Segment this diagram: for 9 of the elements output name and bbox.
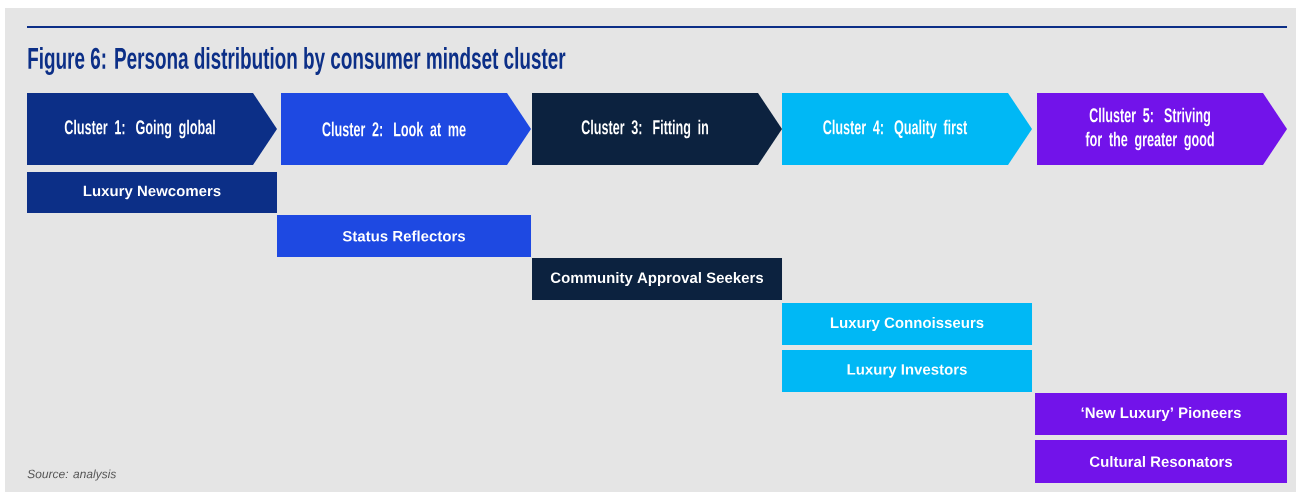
persona-bar: Community Approval Seekers [532,258,782,300]
persona-bar: Luxury Newcomers [27,172,277,213]
source-note: Source: analysis [27,469,117,481]
persona-bar: ‘New Luxury’ Pioneers [1035,393,1287,435]
persona-bar: Luxury Connoisseurs [782,303,1032,345]
figure-title: Figure 6: Persona distribution by consumer mindset cluster [28,46,566,76]
persona-bar: Status Reflectors [277,215,531,257]
persona-bar: Luxury Investors [782,350,1032,392]
persona-bar: Cultural Resonators [1035,440,1287,483]
